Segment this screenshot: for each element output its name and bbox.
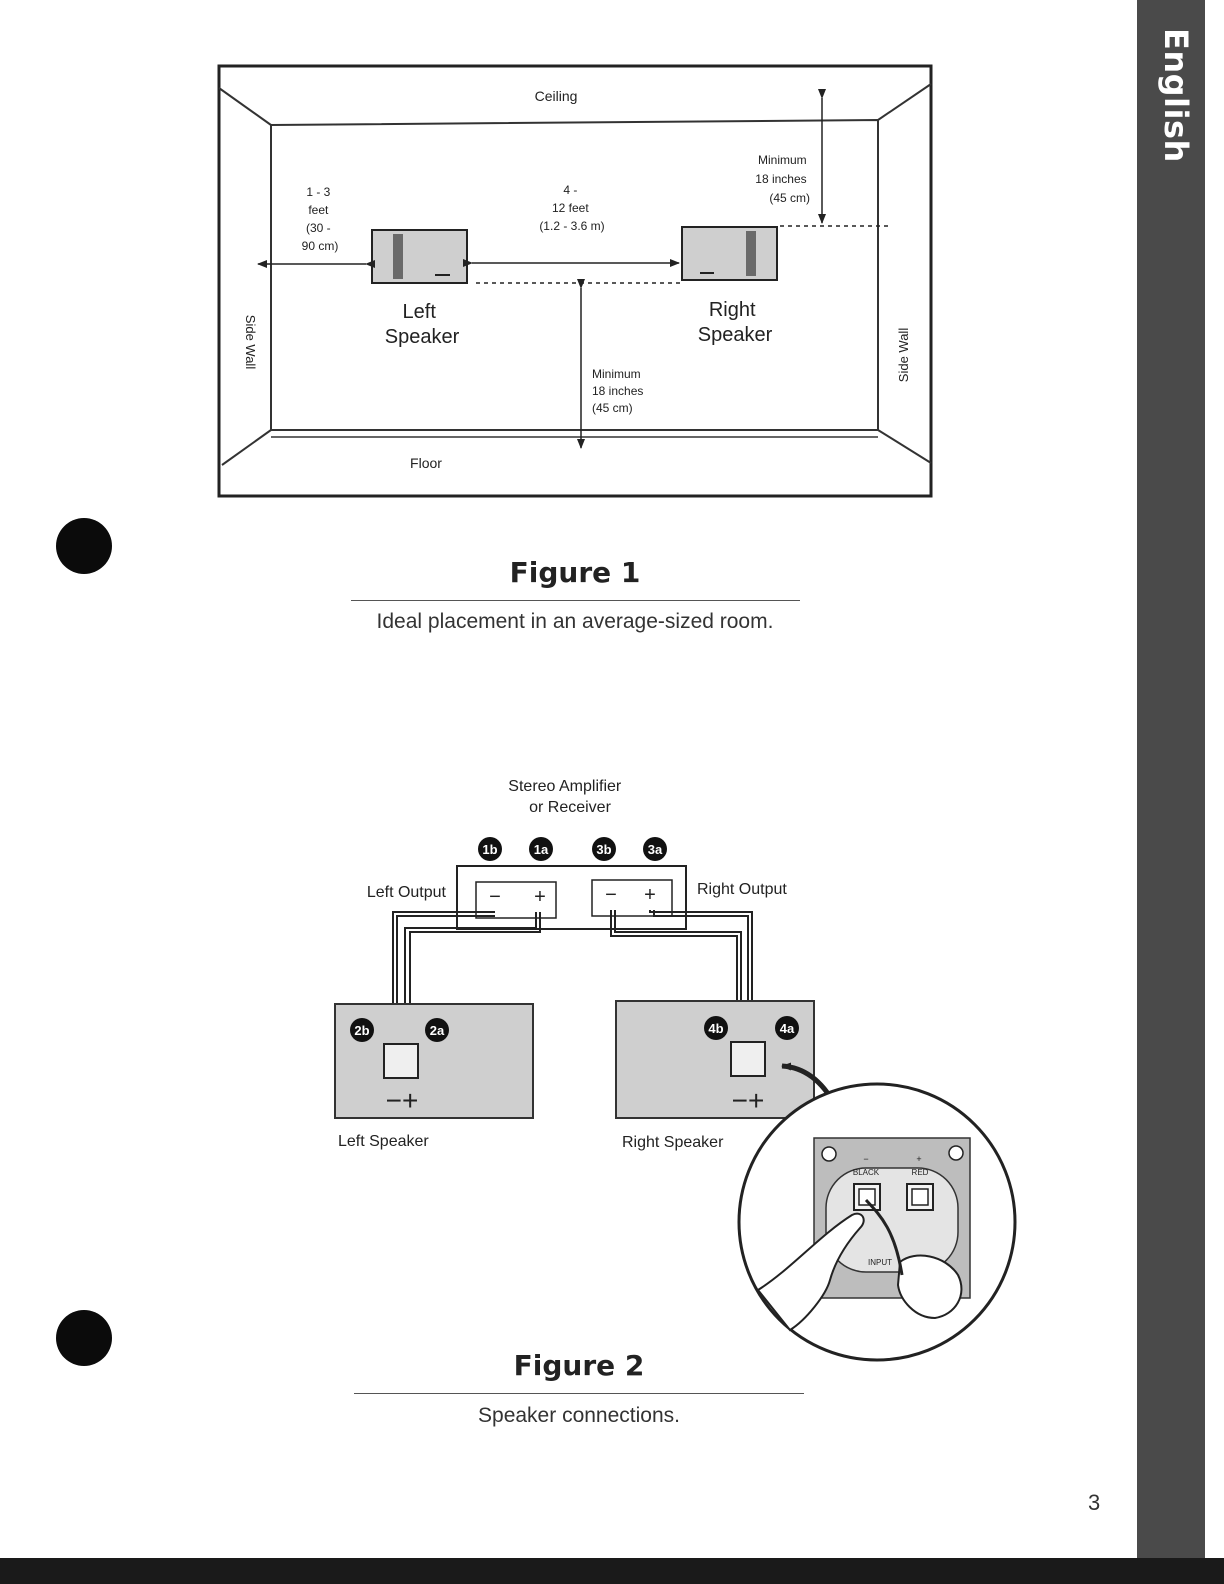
callout-1b: 1b: [478, 837, 502, 861]
figure-1-title: Figure 1: [509, 556, 641, 589]
svg-text:3b: 3b: [596, 842, 611, 857]
svg-text:+: +: [916, 1154, 921, 1164]
svg-text:INPUT: INPUT: [868, 1258, 892, 1267]
language-side-tab: [1137, 0, 1205, 1560]
callout-3b: 3b: [592, 837, 616, 861]
ceiling-label: Ceiling: [535, 88, 578, 104]
right-speaker-label: Right Speaker: [622, 1134, 724, 1151]
room-diagram: Ceiling Floor Side Wall Side Wall Left S…: [217, 64, 933, 498]
svg-text:2a: 2a: [430, 1023, 445, 1038]
callout-3a: 3a: [643, 837, 667, 861]
svg-text:3a: 3a: [648, 842, 663, 857]
speaker-wires: [392, 910, 753, 1048]
binder-hole-bottom: [56, 1310, 112, 1366]
right-speaker-polarity: −+: [732, 1085, 765, 1116]
figure-1-caption: Ideal placement in an average-sized room…: [376, 610, 774, 633]
left-speaker-label: Left Speaker: [338, 1133, 429, 1150]
svg-text:RED: RED: [912, 1168, 929, 1177]
svg-text:BLACK: BLACK: [853, 1168, 880, 1177]
perspective-line: [877, 429, 932, 464]
right-output-label: Right Output: [697, 881, 787, 898]
room-outer-frame: [217, 64, 933, 498]
left-speaker-label: Left Speaker: [385, 301, 460, 348]
floor-label: Floor: [410, 455, 442, 471]
figure-2-rule: [354, 1393, 804, 1394]
figure-2-caption: Speaker connections.: [478, 1404, 680, 1427]
amplifier-label: Stereo Amplifier or Receiver: [508, 778, 625, 816]
side-distance-label: 1 - 3 feet (30 - 90 cm): [302, 185, 339, 253]
left-output-plus: +: [534, 886, 546, 908]
svg-text:4b: 4b: [708, 1021, 723, 1036]
left-output-label: Left Output: [367, 884, 447, 901]
right-output-plus: +: [644, 884, 656, 906]
terminal-inset: − + BLACK RED INPUT: [737, 1082, 1017, 1362]
callout-2a: 2a: [425, 1018, 449, 1042]
floor-min-label: Minimum 18 inches (45 cm): [592, 367, 647, 415]
side-wall-left-label: Side Wall: [243, 315, 258, 370]
perspective-line: [877, 83, 932, 121]
svg-text:4a: 4a: [780, 1021, 795, 1036]
svg-text:1b: 1b: [482, 842, 497, 857]
right-speaker-label: Right Speaker: [698, 299, 773, 346]
callout-4b: 4b: [704, 1016, 728, 1040]
perspective-line: [221, 429, 272, 466]
svg-text:−: −: [863, 1154, 868, 1164]
left-output-minus: −: [489, 886, 501, 908]
right-output-minus: −: [605, 884, 617, 906]
left-speaker-terminal: [383, 1043, 419, 1079]
right-speaker-box: [681, 226, 778, 281]
ceiling-min-label: Minimum 18 inches (45 cm): [755, 153, 810, 205]
binder-hole-top: [56, 518, 112, 574]
left-speaker-polarity: −+: [386, 1085, 419, 1116]
bottom-edge-bar: [0, 1558, 1224, 1584]
left-speaker-box: [371, 229, 468, 284]
callout-1a: 1a: [529, 837, 553, 861]
between-distance-label: 4 - 12 feet (1.2 - 3.6 m): [539, 183, 604, 233]
right-output-terminal: [591, 879, 673, 917]
language-tab-label: English: [1157, 28, 1195, 163]
svg-text:2b: 2b: [354, 1023, 369, 1038]
right-speaker-terminal: [730, 1041, 766, 1077]
page-number: 3: [1088, 1490, 1101, 1515]
callout-4a: 4a: [775, 1016, 799, 1040]
svg-text:1a: 1a: [534, 842, 549, 857]
figure-1-rule: [351, 600, 800, 601]
wiring-diagram: Stereo Amplifier or Receiver 1b 1a 3b 3a…: [334, 778, 1017, 1362]
perspective-line: [218, 87, 272, 126]
side-wall-right-label: Side Wall: [896, 328, 911, 383]
figure-2-title: Figure 2: [513, 1349, 645, 1382]
callout-2b: 2b: [350, 1018, 374, 1042]
